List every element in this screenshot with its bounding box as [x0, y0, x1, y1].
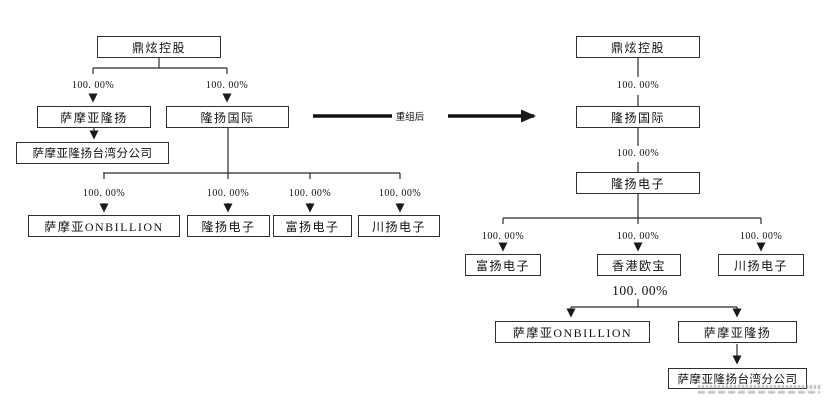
ownership-pct-label: 100. 00%: [71, 80, 115, 91]
node-before-samoa-onbillion: 萨摩亚ONBILLION: [28, 215, 180, 237]
node-after-longyang-electronics: 隆扬电子: [576, 172, 700, 194]
node-before-dingxuan-holdings: 鼎炫控股: [97, 36, 221, 58]
ownership-pct-label: 100. 00%: [378, 188, 422, 199]
watermark: [698, 385, 820, 395]
ownership-pct-label: 100. 00%: [739, 231, 783, 242]
node-before-samoa-taiwan-branch: 萨摩亚隆扬台湾分公司: [16, 142, 169, 164]
ownership-pct-label: 100. 00%: [481, 231, 525, 242]
node-before-fuyang-electronics: 富扬电子: [273, 215, 352, 237]
node-after-dingxuan-holdings: 鼎炫控股: [576, 36, 700, 58]
ownership-pct-label: 100. 00%: [288, 188, 332, 199]
ownership-pct-label: 100. 00%: [206, 188, 250, 199]
ownership-pct-label: 100. 00%: [616, 148, 660, 159]
node-after-chuanyang-electronics: 川扬电子: [718, 254, 804, 276]
node-before-samoa-longyang: 萨摩亚隆扬: [37, 106, 151, 128]
node-after-longyang-international: 隆扬国际: [576, 106, 700, 128]
node-after-fuyang-electronics: 富扬电子: [465, 254, 541, 276]
ownership-pct-label: 100. 00%: [616, 80, 660, 91]
restructuring-label: 重组后: [395, 113, 425, 123]
node-before-longyang-electronics: 隆扬电子: [187, 215, 270, 237]
ownership-pct-label: 100. 00%: [205, 80, 249, 91]
node-before-longyang-international: 隆扬国际: [166, 106, 289, 128]
node-after-samoa-longyang: 萨摩亚隆扬: [678, 321, 797, 343]
node-before-chuanyang-electronics: 川扬电子: [358, 215, 440, 237]
ownership-pct-label: 100. 00%: [612, 283, 668, 298]
ownership-pct-label: 100. 00%: [82, 188, 126, 199]
ownership-pct-label: 100. 00%: [616, 231, 660, 242]
node-after-hongkong-oubao: 香港欧宝: [597, 254, 681, 276]
node-after-samoa-onbillion: 萨摩亚ONBILLION: [495, 321, 650, 343]
